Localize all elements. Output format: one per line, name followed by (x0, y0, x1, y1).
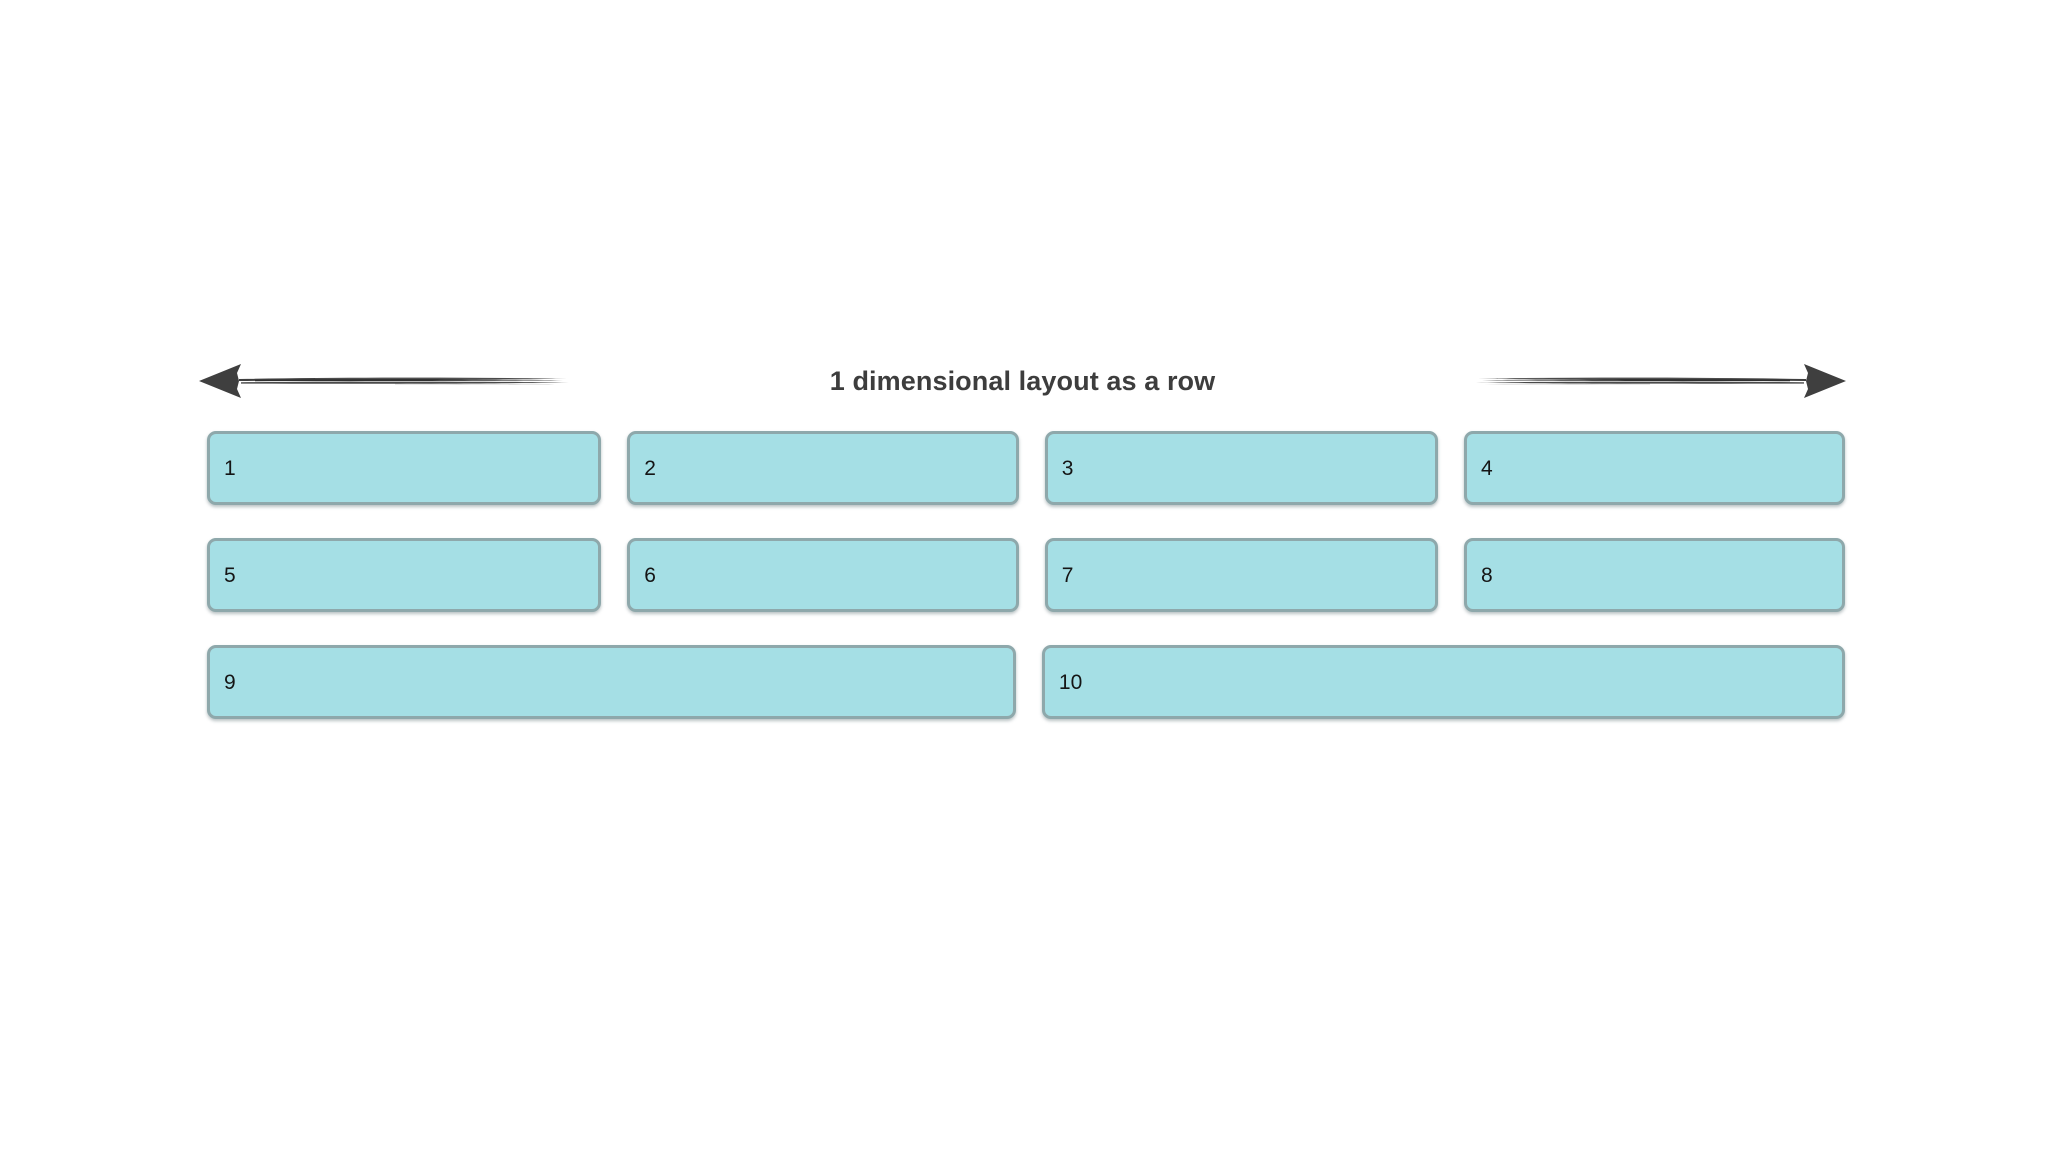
arrow-left-hand-drawn-icon (195, 352, 695, 410)
page-title: 1 dimensional layout as a row (829, 366, 1216, 396)
cell-label: 10 (1058, 670, 1083, 694)
cell-label: 1 (224, 456, 236, 480)
layout-cell-7[interactable]: 7 (1044, 538, 1439, 612)
layout-cell-3[interactable]: 3 (1044, 431, 1439, 505)
cell-label: 5 (224, 563, 236, 587)
cell-label: 3 (1061, 456, 1074, 480)
cell-label: 4 (1481, 456, 1493, 480)
cell-label: 8 (1481, 563, 1493, 587)
layout-row-3: 9 10 (207, 645, 1845, 719)
layout-cell-1[interactable]: 1 (207, 431, 602, 505)
layout-cell-4[interactable]: 4 (1464, 431, 1845, 505)
layout-cell-10[interactable]: 10 (1041, 645, 1845, 719)
cell-label: 7 (1061, 563, 1074, 587)
cell-label: 2 (644, 456, 656, 480)
layout-cell-8[interactable]: 8 (1464, 538, 1845, 612)
header-band: 1 dimensional layout as a row (195, 352, 1850, 410)
layout-cell-6[interactable]: 6 (627, 538, 1019, 612)
layout-cell-5[interactable]: 5 (207, 538, 602, 612)
cell-label: 6 (644, 563, 656, 587)
cell-label: 9 (224, 670, 236, 694)
layout-cell-2[interactable]: 2 (627, 431, 1019, 505)
layout-cell-9[interactable]: 9 (207, 645, 1016, 719)
layout-row-2: 5 6 7 8 (207, 538, 1845, 612)
layout-grid: 1 2 3 4 5 6 7 8 (207, 431, 1845, 719)
arrow-right-hand-drawn-icon (1350, 352, 1850, 410)
layout-row-1: 1 2 3 4 (207, 431, 1845, 505)
